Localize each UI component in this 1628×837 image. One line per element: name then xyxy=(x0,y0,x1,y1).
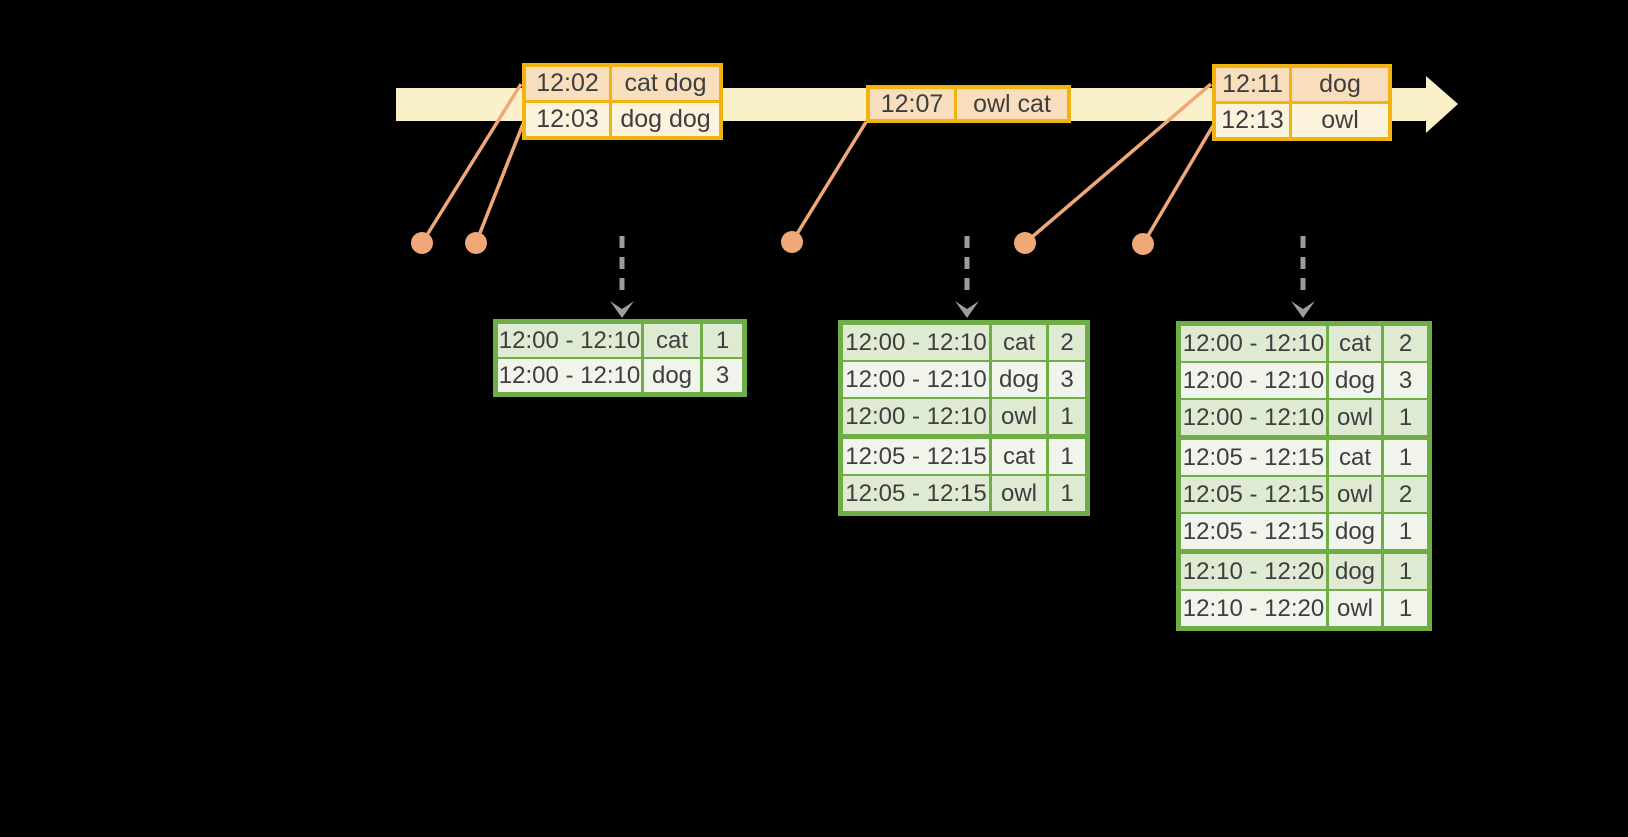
count-cell: 1 xyxy=(1384,440,1427,475)
word-cell: owl xyxy=(1329,591,1381,626)
count-cell: 1 xyxy=(1049,476,1085,511)
time-cell: 12:11 xyxy=(1216,68,1289,101)
count-cell: 1 xyxy=(1384,514,1427,549)
count-cell: 2 xyxy=(1384,477,1427,512)
time-cell: 12:03 xyxy=(526,103,609,136)
words-cell: owl cat xyxy=(957,89,1067,119)
word-cell: cat xyxy=(644,324,700,357)
event-connector-line xyxy=(790,121,868,243)
count-cell: 2 xyxy=(1384,326,1427,361)
emit-arrow xyxy=(1291,236,1315,318)
count-cell: 1 xyxy=(703,324,742,357)
words-cell: dog xyxy=(1292,68,1388,101)
window-cell: 12:00 - 12:10 xyxy=(843,399,989,434)
event-dot xyxy=(411,232,433,254)
window-cell: 12:00 - 12:10 xyxy=(498,324,641,357)
word-cell: owl xyxy=(1329,477,1381,512)
window-cell: 12:05 - 12:15 xyxy=(1181,514,1326,549)
word-cell: cat xyxy=(992,439,1046,474)
event-dot xyxy=(1132,233,1154,255)
count-cell: 1 xyxy=(1049,399,1085,434)
window-cell: 12:00 - 12:10 xyxy=(1181,363,1326,398)
window-cell: 12:00 - 12:10 xyxy=(1181,326,1326,361)
word-cell: dog xyxy=(1329,514,1381,549)
time-cell: 12:02 xyxy=(526,67,609,100)
time-cell: 12:07 xyxy=(870,89,954,119)
word-cell: dog xyxy=(992,362,1046,397)
word-cell: owl xyxy=(1329,400,1381,435)
event-dot xyxy=(465,232,487,254)
arrow-down-icon xyxy=(610,301,634,318)
count-cell: 3 xyxy=(1049,362,1085,397)
event-connector-line xyxy=(1023,82,1213,245)
event-connector-line xyxy=(474,123,525,244)
word-cell: dog xyxy=(1329,554,1381,589)
word-cell: cat xyxy=(1329,326,1381,361)
words-cell: dog dog xyxy=(612,103,719,136)
emit-arrow xyxy=(610,236,634,318)
time-cell: 12:13 xyxy=(1216,104,1289,137)
window-cell: 12:10 - 12:20 xyxy=(1181,554,1326,589)
window-cell: 12:00 - 12:10 xyxy=(843,325,989,360)
window-cell: 12:05 - 12:15 xyxy=(843,439,989,474)
count-cell: 1 xyxy=(1384,400,1427,435)
word-cell: cat xyxy=(992,325,1046,360)
words-cell: owl xyxy=(1292,104,1388,137)
count-cell: 1 xyxy=(1049,439,1085,474)
word-cell: owl xyxy=(992,476,1046,511)
event-dot xyxy=(781,231,803,253)
word-cell: owl xyxy=(992,399,1046,434)
word-cell: dog xyxy=(644,359,700,392)
timeline-arrowhead-icon xyxy=(1426,76,1458,133)
count-cell: 1 xyxy=(1384,554,1427,589)
count-cell: 2 xyxy=(1049,325,1085,360)
count-cell: 3 xyxy=(703,359,742,392)
window-cell: 12:05 - 12:15 xyxy=(1181,477,1326,512)
arrow-down-icon xyxy=(1291,301,1315,318)
event-dot xyxy=(1014,232,1036,254)
event-connector-line xyxy=(1141,123,1216,245)
window-cell: 12:10 - 12:20 xyxy=(1181,591,1326,626)
emit-arrow xyxy=(955,236,979,318)
window-cell: 12:00 - 12:10 xyxy=(843,362,989,397)
words-cell: cat dog xyxy=(612,67,719,100)
word-cell: cat xyxy=(1329,440,1381,475)
window-cell: 12:00 - 12:10 xyxy=(498,359,641,392)
word-cell: dog xyxy=(1329,363,1381,398)
count-cell: 1 xyxy=(1384,591,1427,626)
event-connector-line xyxy=(420,83,523,244)
window-cell: 12:00 - 12:10 xyxy=(1181,400,1326,435)
window-cell: 12:05 - 12:15 xyxy=(1181,440,1326,475)
window-cell: 12:05 - 12:15 xyxy=(843,476,989,511)
arrow-down-icon xyxy=(955,301,979,318)
count-cell: 3 xyxy=(1384,363,1427,398)
